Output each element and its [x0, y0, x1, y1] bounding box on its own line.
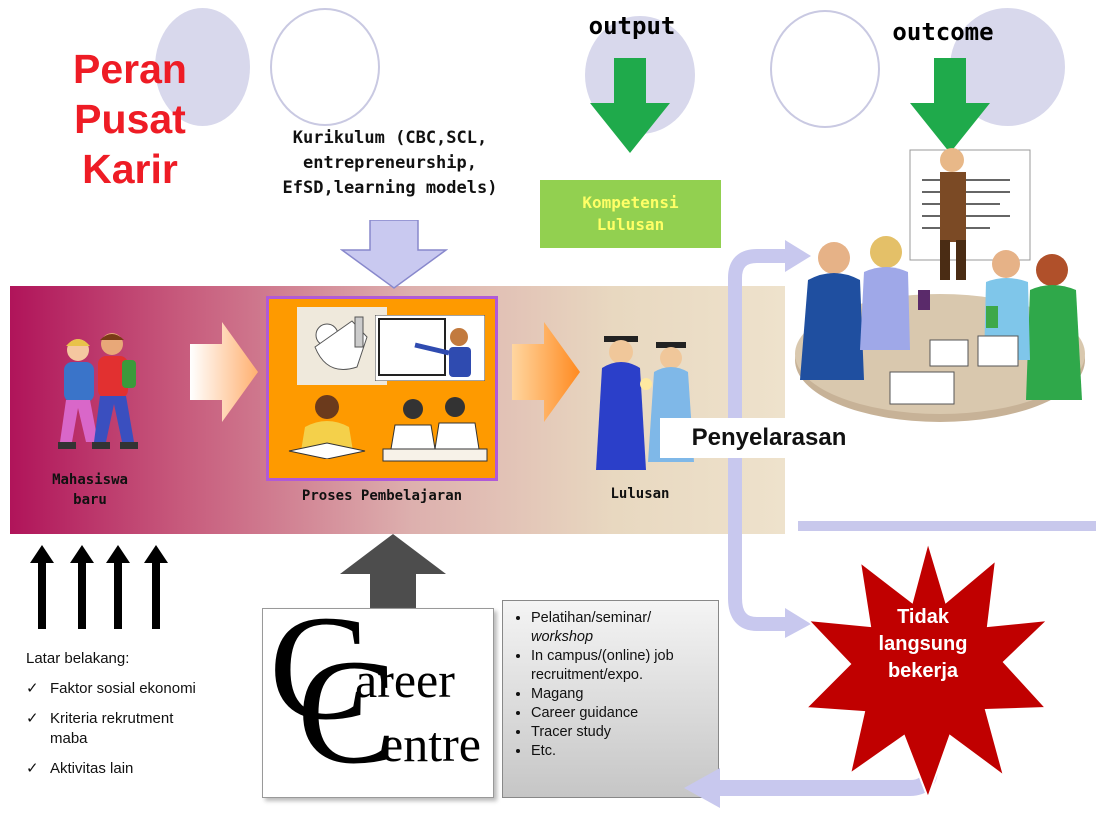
kurikulum-line-3: EfSD,learning models): [282, 178, 498, 198]
lab-microscope-icon: [297, 307, 387, 385]
output-down-arrow-icon: [590, 58, 670, 153]
burst-line-1: Tidak: [897, 606, 949, 628]
band-arrow-1-icon: [190, 322, 258, 422]
checkmark-icon: ✓: [26, 710, 39, 727]
proses-pembelajaran-box: [266, 296, 498, 481]
mahasiswa-baru-caption: Mahasiswa baru: [30, 470, 150, 510]
latar-item: ✓ Aktivitas lain: [26, 759, 246, 779]
decor-circle-2: [270, 8, 380, 126]
diagram-title: Peran Pusat Karir: [60, 44, 200, 194]
outcome-label: outcome: [892, 18, 994, 46]
activity-item: Magang: [531, 685, 712, 704]
activity-item: In campus/(online) job recruitment/expo.: [531, 647, 712, 685]
activity-item: Career guidance: [531, 704, 712, 723]
latar-belakang-list: Latar belakang: ✓ Faktor sosial ekonomi …: [26, 650, 246, 789]
title-line-2: Pusat: [74, 96, 186, 142]
penyelarasan-label: Penyelarasan: [660, 418, 878, 458]
activity-text: Etc.: [531, 743, 556, 759]
teacher-blackboard-icon: [375, 315, 485, 381]
lulusan-caption: Lulusan: [610, 486, 670, 502]
kurikulum-down-arrow-icon: [340, 220, 448, 289]
kurikulum-text: Kurikulum (CBC,SCL, entrepreneurship, Ef…: [255, 126, 525, 201]
activity-text: Career guidance: [531, 705, 639, 721]
divider-line: [798, 521, 1096, 531]
title-line-1: Peran: [73, 46, 187, 92]
logo-word-entre: entre: [381, 716, 481, 772]
students-walking-icon: [58, 333, 138, 449]
latar-item: ✓ Kriteria rekrutment maba: [26, 709, 246, 749]
band-arrow-2-icon: [512, 322, 580, 422]
proses-pembelajaran-caption: Proses Pembelajaran: [301, 488, 463, 504]
burst-line-2: langsung: [878, 633, 968, 655]
activity-item: Etc.: [531, 742, 712, 761]
career-centre-logo: C C areer entre: [262, 608, 494, 798]
checkmark-icon: ✓: [26, 760, 39, 777]
business-meeting-icon: [795, 148, 1085, 422]
activity-emphasis: workshop: [531, 629, 594, 645]
kompetensi-lulusan-box: Kompetensi Lulusan: [540, 180, 721, 248]
students-studying-icon: [382, 397, 488, 462]
career-centre-activities-box: Pelatihan/seminar/ workshop In campus/(o…: [502, 600, 719, 798]
outcome-down-arrow-icon: [910, 58, 990, 153]
burst-line-3: bekerja: [887, 660, 959, 682]
activity-text: Pelatihan/seminar/: [531, 610, 652, 626]
latar-item-text: Kriteria rekrutment maba: [50, 710, 174, 747]
latar-up-arrows-icon: [30, 545, 168, 629]
mahasiswa-caption-line-1: Mahasiswa: [52, 472, 128, 488]
mahasiswa-caption-line-2: baru: [73, 492, 107, 508]
kompetensi-line-1: Kompetensi: [582, 193, 679, 212]
activity-item: Tracer study: [531, 723, 712, 742]
burst-text: Tidak langsung bekerja: [848, 604, 998, 685]
kurikulum-line-2: entrepreneurship,: [303, 153, 477, 173]
penyelarasan-connector-icon: [728, 240, 811, 638]
latar-item-text: Faktor sosial ekonomi: [50, 680, 196, 697]
activity-text: Magang: [531, 686, 584, 702]
logo-letter-c1: C: [269, 608, 370, 751]
student-writing-icon: [288, 395, 366, 459]
graduates-icon: [596, 336, 694, 470]
latar-item-text: Aktivitas lain: [50, 760, 134, 777]
activity-text: Tracer study: [531, 724, 612, 740]
latar-heading: Latar belakang:: [26, 650, 130, 667]
tidak-langsung-bekerja-burst-icon: [803, 540, 1050, 800]
decor-circle-1: [155, 8, 250, 126]
kurikulum-line-1: Kurikulum (CBC,SCL,: [292, 128, 488, 148]
decor-circle-4: [770, 10, 880, 128]
title-line-3: Karir: [82, 146, 178, 192]
logo-word-areer: areer: [355, 652, 455, 708]
activity-item: Pelatihan/seminar/ workshop: [531, 609, 712, 647]
output-label: output: [588, 12, 676, 40]
career-centre-up-arrow-icon: [340, 534, 446, 610]
checkmark-icon: ✓: [26, 680, 39, 697]
kompetensi-line-2: Lulusan: [596, 215, 665, 234]
latar-item: ✓ Faktor sosial ekonomi: [26, 679, 246, 699]
logo-letter-c2: C: [297, 629, 398, 795]
activity-text: In campus/(online) job recruitment/expo.: [531, 648, 674, 683]
